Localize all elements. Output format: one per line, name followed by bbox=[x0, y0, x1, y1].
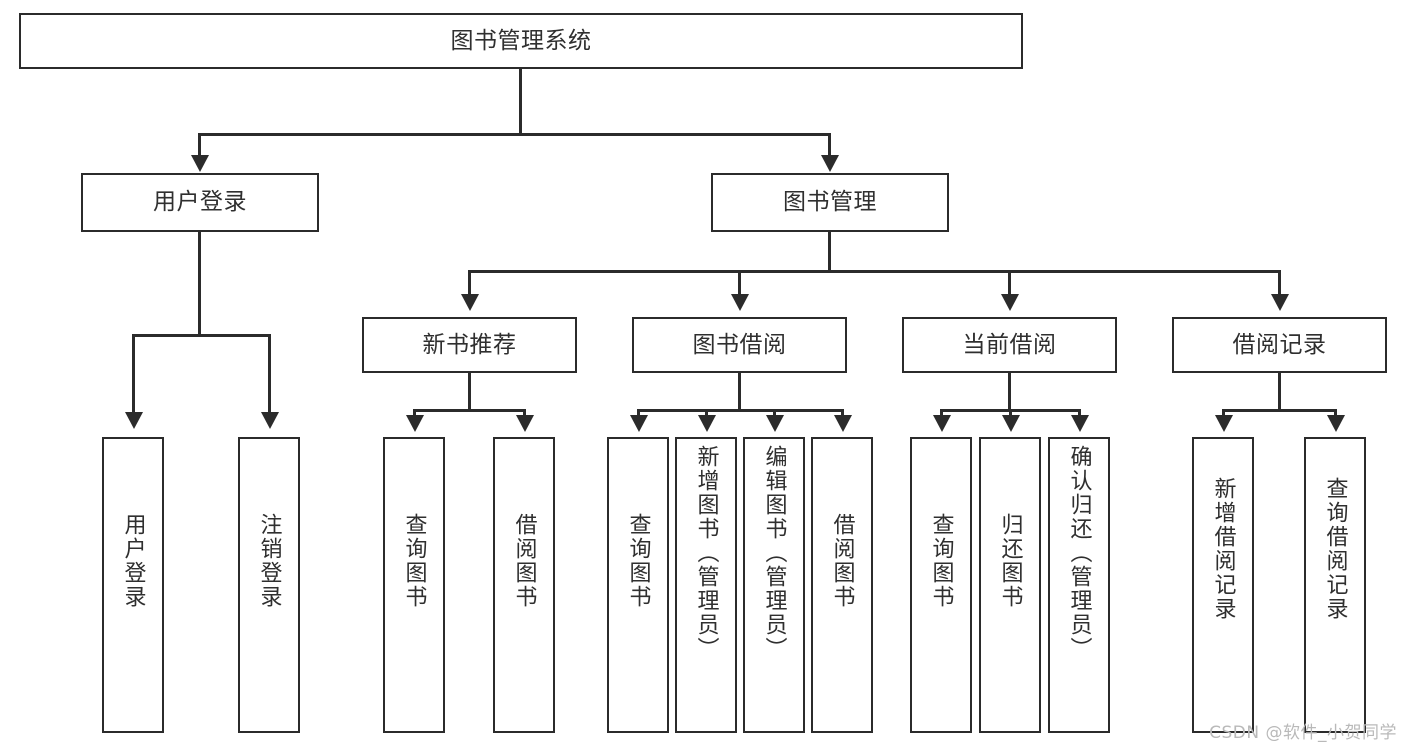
leaf-borrow-record-1[interactable]: 新增借阅记录 bbox=[1192, 437, 1254, 733]
arrowhead-cb-leaf-2 bbox=[1001, 415, 1020, 432]
node-new-book-recommend-label: 新书推荐 bbox=[422, 331, 517, 358]
leaf-user-login-1[interactable]: 用户登录 bbox=[102, 437, 164, 733]
leaf-borrow-record-1-label: 新增借阅记录 bbox=[1210, 477, 1236, 621]
connector-cb-stem bbox=[1008, 373, 1011, 411]
connector-bm-to-new-book bbox=[468, 270, 471, 297]
connector-root-to-user-login bbox=[198, 133, 201, 158]
connector-nbr-to-leaf-2 bbox=[523, 409, 526, 419]
connector-bm-to-book-borrow bbox=[738, 270, 741, 297]
leaf-book-borrow-3-label: 编辑图书（管理员） bbox=[761, 445, 787, 661]
connector-root-stem bbox=[519, 69, 522, 135]
connector-book-manage-bus bbox=[468, 270, 1280, 273]
connector-br-stem bbox=[1278, 373, 1281, 411]
leaf-book-borrow-1[interactable]: 查询图书 bbox=[607, 437, 669, 733]
arrowhead-current-borrow bbox=[1000, 294, 1019, 311]
leaf-current-borrow-1-label: 查询图书 bbox=[928, 513, 954, 609]
connector-nbr-stem bbox=[468, 373, 471, 411]
arrowhead-bb-leaf-3 bbox=[765, 415, 784, 432]
arrowhead-book-borrow bbox=[730, 294, 749, 311]
leaf-user-login-2[interactable]: 注销登录 bbox=[238, 437, 300, 733]
connector-br-to-leaf-1 bbox=[1222, 409, 1225, 419]
connector-nbr-to-leaf-1 bbox=[413, 409, 416, 419]
node-borrow-record-label: 借阅记录 bbox=[1232, 331, 1327, 358]
leaf-book-borrow-2-label: 新增图书（管理员） bbox=[693, 445, 719, 661]
leaf-user-login-1-label: 用户登录 bbox=[120, 513, 146, 609]
connector-bb-to-leaf-1 bbox=[637, 409, 640, 419]
leaf-borrow-record-2-label: 查询借阅记录 bbox=[1322, 477, 1348, 621]
node-user-login[interactable]: 用户登录 bbox=[81, 173, 319, 232]
arrowhead-user-login-leaf-2 bbox=[260, 412, 279, 429]
connector-user-login-to-leaf-2 bbox=[268, 334, 271, 415]
arrowhead-book-manage bbox=[820, 155, 839, 172]
csdn-watermark: CSDN @软件_小贺同学 bbox=[1209, 723, 1397, 743]
node-book-manage-label: 图书管理 bbox=[783, 189, 877, 215]
leaf-new-book-1[interactable]: 查询图书 bbox=[383, 437, 445, 733]
leaf-user-login-2-label: 注销登录 bbox=[256, 513, 282, 609]
node-book-borrow-label: 图书借阅 bbox=[692, 331, 787, 358]
connector-bb-to-leaf-4 bbox=[841, 409, 844, 419]
leaf-book-borrow-4-label: 借阅图书 bbox=[829, 513, 855, 609]
connector-root-bus bbox=[198, 133, 830, 136]
leaf-book-borrow-3[interactable]: 编辑图书（管理员） bbox=[743, 437, 805, 733]
connector-user-login-bus bbox=[132, 334, 268, 337]
leaf-current-borrow-2-label: 归还图书 bbox=[997, 513, 1023, 609]
arrowhead-nbr-leaf-1 bbox=[405, 415, 424, 432]
connector-user-login-stem bbox=[198, 232, 201, 336]
node-book-manage[interactable]: 图书管理 bbox=[711, 173, 949, 232]
connector-br-bus bbox=[1222, 409, 1334, 412]
leaf-book-borrow-4[interactable]: 借阅图书 bbox=[811, 437, 873, 733]
connector-cb-to-leaf-1 bbox=[940, 409, 943, 419]
leaf-current-borrow-1[interactable]: 查询图书 bbox=[910, 437, 972, 733]
node-book-borrow[interactable]: 图书借阅 bbox=[632, 317, 847, 373]
arrowhead-br-leaf-1 bbox=[1214, 415, 1233, 432]
leaf-new-book-2[interactable]: 借阅图书 bbox=[493, 437, 555, 733]
leaf-current-borrow-2[interactable]: 归还图书 bbox=[979, 437, 1041, 733]
connector-bm-to-current-borrow bbox=[1008, 270, 1011, 297]
node-user-login-label: 用户登录 bbox=[153, 189, 247, 215]
node-new-book-recommend[interactable]: 新书推荐 bbox=[362, 317, 577, 373]
arrowhead-cb-leaf-1 bbox=[932, 415, 951, 432]
connector-root-to-book-manage bbox=[828, 133, 831, 158]
arrowhead-bb-leaf-4 bbox=[833, 415, 852, 432]
connector-book-manage-stem bbox=[828, 232, 831, 272]
connector-br-to-leaf-2 bbox=[1334, 409, 1337, 419]
arrowhead-bb-leaf-2 bbox=[697, 415, 716, 432]
leaf-current-borrow-3[interactable]: 确认归还（管理员） bbox=[1048, 437, 1110, 733]
leaf-book-borrow-1-label: 查询图书 bbox=[625, 513, 651, 609]
arrowhead-user-login bbox=[190, 155, 209, 172]
node-current-borrow[interactable]: 当前借阅 bbox=[902, 317, 1117, 373]
node-borrow-record[interactable]: 借阅记录 bbox=[1172, 317, 1387, 373]
connector-bb-stem bbox=[738, 373, 741, 411]
leaf-book-borrow-2[interactable]: 新增图书（管理员） bbox=[675, 437, 737, 733]
connector-bb-to-leaf-3 bbox=[773, 409, 776, 419]
connector-user-login-to-leaf-1 bbox=[132, 334, 135, 415]
connector-bb-bus bbox=[637, 409, 842, 412]
connector-bm-to-borrow-record bbox=[1278, 270, 1281, 297]
leaf-new-book-2-label: 借阅图书 bbox=[511, 513, 537, 609]
arrowhead-nbr-leaf-2 bbox=[515, 415, 534, 432]
node-root-label: 图书管理系统 bbox=[450, 27, 592, 54]
leaf-current-borrow-3-label: 确认归还（管理员） bbox=[1066, 445, 1092, 661]
connector-cb-to-leaf-3 bbox=[1078, 409, 1081, 419]
connector-nbr-bus bbox=[413, 409, 523, 412]
node-root[interactable]: 图书管理系统 bbox=[19, 13, 1023, 69]
arrowhead-br-leaf-2 bbox=[1326, 415, 1345, 432]
arrowhead-borrow-record bbox=[1270, 294, 1289, 311]
leaf-new-book-1-label: 查询图书 bbox=[401, 513, 427, 609]
arrowhead-new-book-recommend bbox=[460, 294, 479, 311]
connector-cb-to-leaf-2 bbox=[1009, 409, 1012, 419]
arrowhead-bb-leaf-1 bbox=[629, 415, 648, 432]
leaf-borrow-record-2[interactable]: 查询借阅记录 bbox=[1304, 437, 1366, 733]
arrowhead-cb-leaf-3 bbox=[1070, 415, 1089, 432]
connector-bb-to-leaf-2 bbox=[705, 409, 708, 419]
arrowhead-user-login-leaf-1 bbox=[124, 412, 143, 429]
node-current-borrow-label: 当前借阅 bbox=[962, 331, 1057, 358]
